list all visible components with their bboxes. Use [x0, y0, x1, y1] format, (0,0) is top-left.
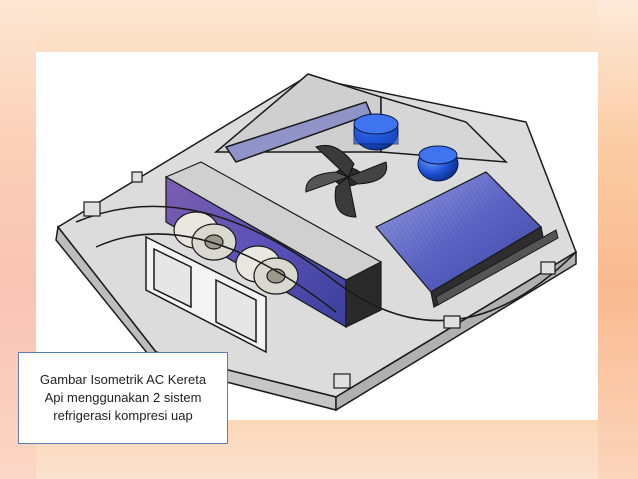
compressor-2: [417, 145, 459, 182]
back-wall: [213, 73, 508, 163]
caption-line-1: Gambar Isometrik AC Kereta: [39, 372, 207, 387]
caption-line-3: refrigerasi kompresi uap: [53, 408, 193, 423]
blower-1: [173, 211, 237, 261]
caption-line-2: Api menggunakan 2 sistem: [44, 390, 202, 405]
air-duct-openings: [145, 235, 267, 354]
mounting-brackets: [83, 171, 556, 389]
background-right-band: [598, 0, 638, 479]
blower-2: [235, 245, 299, 295]
condenser-fan: [305, 144, 388, 218]
side-grille: [435, 229, 559, 306]
figure-caption: Gambar Isometrik AC Kereta Api menggunak…: [18, 352, 228, 444]
compressor-1: [353, 113, 399, 151]
front-shroud: [75, 205, 577, 322]
